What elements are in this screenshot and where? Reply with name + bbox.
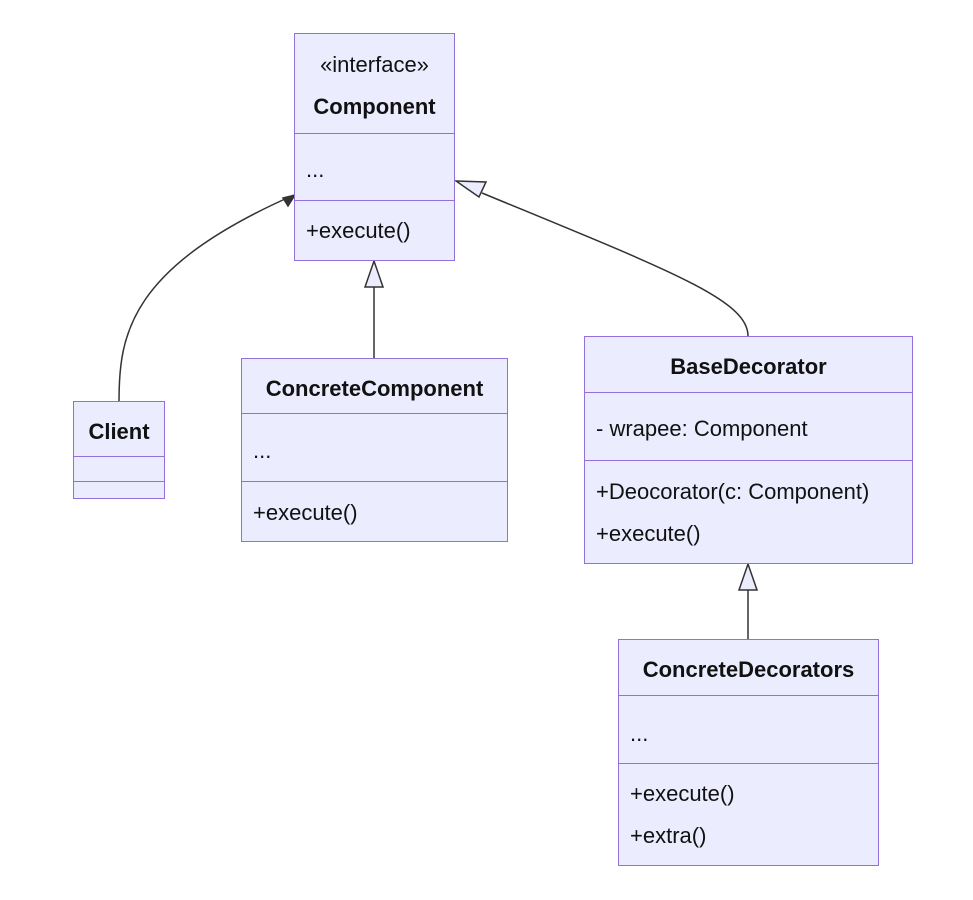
concrete-decorators-attribute-0: ... <box>630 721 649 746</box>
component-title-divider <box>295 133 454 134</box>
concrete-component-methods-divider <box>242 481 507 482</box>
client-title: Client <box>88 419 150 444</box>
realization-arrowhead-base-decorator <box>453 180 488 199</box>
concrete-component-class: ConcreteComponent ... +execute() <box>241 358 508 542</box>
concrete-component-attribute-0: ... <box>253 438 272 463</box>
base-decorator-title: BaseDecorator <box>670 354 827 379</box>
concrete-decorators-title: ConcreteDecorators <box>642 657 855 682</box>
base-decorator-title-divider <box>585 392 912 393</box>
component-attribute-0: ... <box>306 157 325 182</box>
client-methods-divider <box>74 481 164 482</box>
realization-base-decorator-to-component <box>481 192 749 337</box>
component-method-0: +execute() <box>306 218 411 243</box>
concrete-decorators-class: ConcreteDecorators ... +execute() +extra… <box>618 639 879 866</box>
inheritance-arrowhead-base-decorator <box>737 561 759 591</box>
base-decorator-attribute-0: - wrapee: Component <box>596 416 808 441</box>
concrete-decorators-method-0: +execute() <box>630 781 735 806</box>
realization-arrowhead-concrete-component <box>363 258 385 288</box>
component-methods-divider <box>295 200 454 201</box>
client-title-divider <box>74 456 164 457</box>
component-title: Component <box>313 94 436 119</box>
concrete-decorators-methods-divider <box>619 763 878 764</box>
concrete-decorators-method-1: +extra() <box>630 823 707 848</box>
base-decorator-methods-divider <box>585 460 912 461</box>
base-decorator-method-1: +execute() <box>596 521 701 546</box>
component-class: «interface» Component ... +execute() <box>294 33 455 261</box>
concrete-component-title: ConcreteComponent <box>265 376 484 401</box>
client-class: Client <box>73 401 165 499</box>
concrete-component-method-0: +execute() <box>253 500 358 525</box>
concrete-component-title-divider <box>242 413 507 414</box>
concrete-decorators-title-divider <box>619 695 878 696</box>
base-decorator-method-0: +Deocorator(c: Component) <box>596 479 870 504</box>
base-decorator-class: BaseDecorator - wrapee: Component +Deoco… <box>584 336 913 564</box>
component-stereotype: «interface» <box>320 52 429 77</box>
